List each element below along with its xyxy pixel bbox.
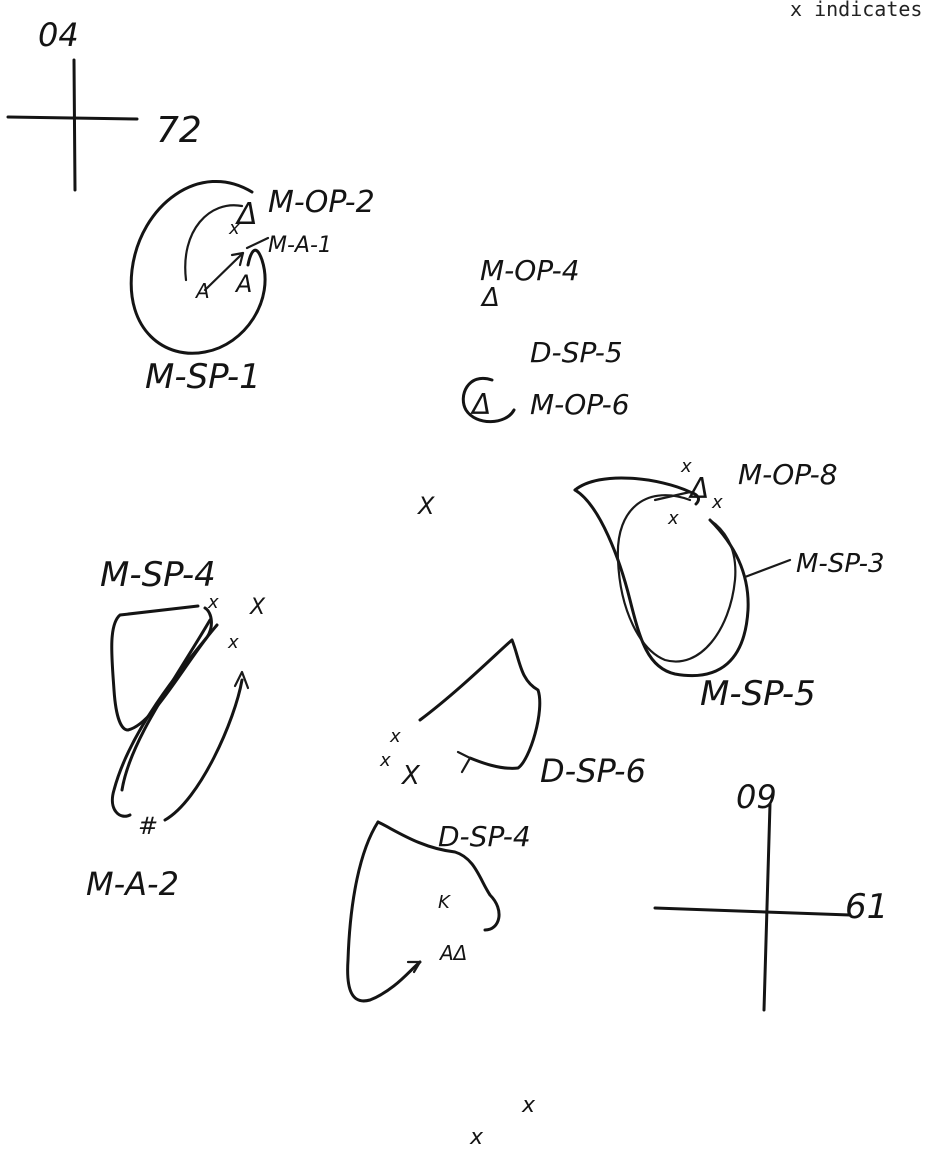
- cross-horizontal-line: [6, 115, 139, 121]
- arrow-head: [233, 670, 250, 690]
- upper-loop-path: [376, 820, 501, 932]
- cross-horizontal-line: [653, 906, 852, 917]
- label-m-op-2: M-OP-2: [268, 185, 375, 220]
- arrow-head: [456, 750, 472, 774]
- triangle-marker: Δ: [235, 197, 258, 232]
- corner-cross-bottom-right: [653, 802, 852, 1012]
- upper-loop-path: [110, 604, 213, 732]
- label-m-sp-5: M-SP-5: [700, 674, 816, 714]
- label-m-sp-4: M-SP-4: [100, 555, 216, 595]
- d-sp-5-loop: [461, 376, 516, 424]
- label-m-op-6: M-OP-6: [530, 388, 630, 421]
- pointer-line: [743, 558, 792, 579]
- triangle-marker: Δ: [688, 472, 709, 505]
- a-triangle-marker: AΔ: [438, 941, 467, 965]
- cross-vertical-line: [72, 58, 77, 192]
- corner-label-72: 72: [156, 110, 202, 151]
- d-sp-4-loop: [346, 820, 501, 1003]
- x-mark: x: [227, 632, 239, 653]
- corner-label-61: 61: [845, 887, 888, 927]
- m-sp-1-loop: [129, 180, 270, 355]
- x-mark: x: [521, 1093, 536, 1118]
- label-m-sp-1: M-SP-1: [145, 357, 261, 397]
- x-mark: x: [469, 1125, 484, 1150]
- label-m-a-2: M-A-2: [86, 865, 179, 903]
- arrow-head: [230, 251, 245, 267]
- corner-cross-top-left: [6, 58, 139, 192]
- arrow-shaft: [203, 251, 245, 292]
- triangle-marker: Δ: [480, 283, 500, 313]
- d-sp-6-loop: [418, 638, 542, 774]
- left-stroke-path: [111, 623, 219, 818]
- corner-label-09: 09: [736, 778, 777, 816]
- x-mark: x: [379, 750, 391, 771]
- m-sp-4-loop: [110, 604, 250, 822]
- small-loop-path: [461, 376, 516, 424]
- x-mark: x: [711, 492, 723, 513]
- inner-arc-path: [184, 204, 244, 282]
- label-m-op-4: M-OP-4: [480, 254, 580, 287]
- label-d-sp-6: D-SP-6: [540, 752, 646, 790]
- outer-loop-path: [573, 488, 750, 678]
- inner-loop-path: [616, 494, 737, 663]
- x-mark: x: [667, 508, 679, 529]
- label-m-sp-3: M-SP-3: [796, 549, 885, 579]
- a-marker: A: [234, 270, 252, 298]
- lower-loop-path: [346, 820, 422, 1003]
- x-mark: X: [249, 595, 266, 620]
- k-marker: K: [438, 892, 451, 913]
- x-mark: x: [228, 218, 240, 239]
- cross-vertical-line: [762, 802, 772, 1012]
- outer-loop-path: [129, 180, 267, 355]
- x-mark: x: [389, 726, 401, 747]
- right-stroke-path: [163, 678, 244, 822]
- x-mark: X: [416, 492, 435, 520]
- left-stroke-path: [120, 618, 212, 792]
- a-marker: A: [194, 279, 210, 303]
- corner-label-04: 04: [38, 16, 79, 54]
- x-mark: x: [207, 592, 219, 613]
- triangle-marker: Δ: [470, 388, 491, 421]
- loop-path: [418, 638, 542, 770]
- label-d-sp-5: D-SP-5: [530, 336, 623, 369]
- header-legend-text: x indicates: [790, 0, 922, 21]
- m-sp-5-loop: [573, 476, 792, 678]
- label-m-op-8: M-OP-8: [738, 458, 838, 491]
- pointer-line: [245, 236, 270, 250]
- arrow-shaft: [653, 490, 692, 502]
- top-arrow-path: [573, 476, 700, 506]
- x-mark: X: [400, 761, 421, 791]
- label-m-a-1: M-A-1: [268, 233, 332, 258]
- label-d-sp-4: D-SP-4: [438, 820, 531, 853]
- hash-marker: #: [138, 812, 158, 840]
- x-mark: x: [680, 456, 692, 477]
- arrow-head: [406, 960, 422, 974]
